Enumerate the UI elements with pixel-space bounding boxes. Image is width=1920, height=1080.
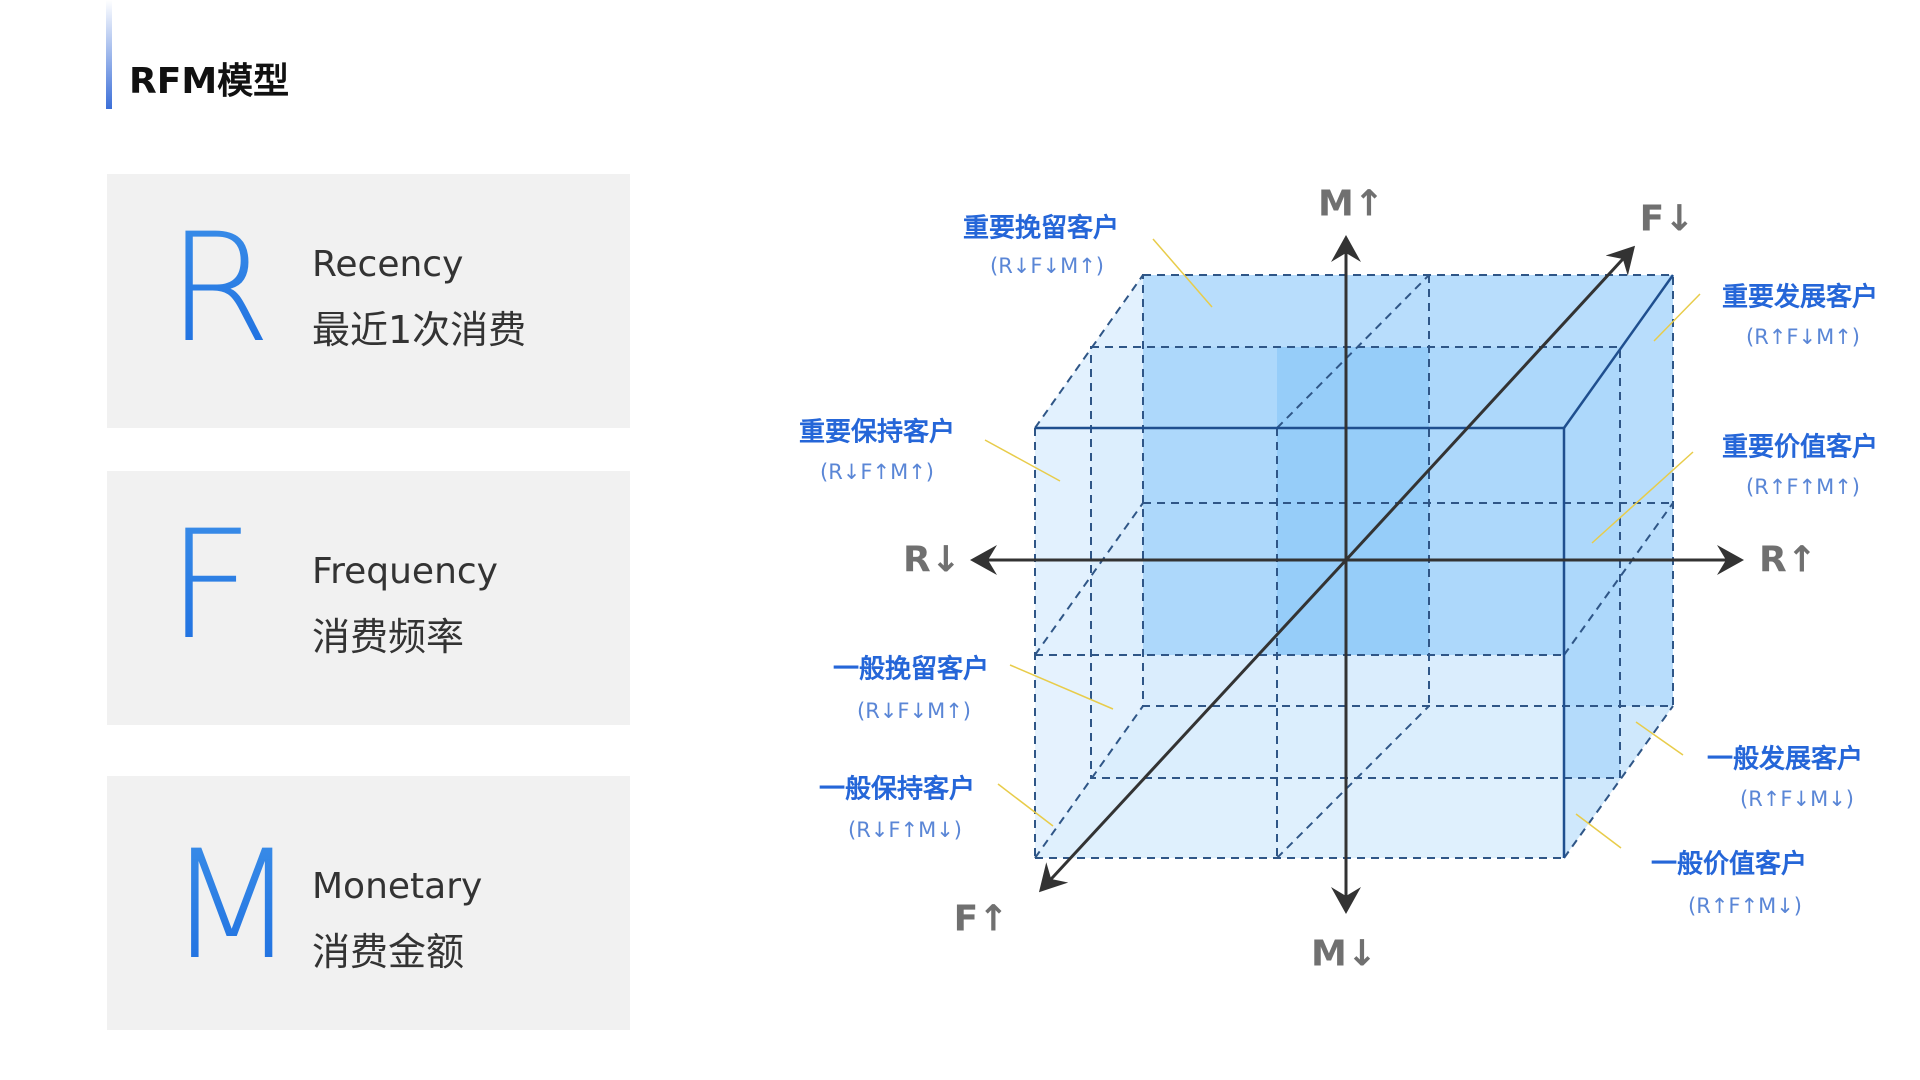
segment-code: (R↓F↑M↓): [848, 818, 962, 842]
segment-code: (R↑F↑M↓): [1688, 894, 1802, 918]
card-monetary: M Monetary 消费金额: [107, 776, 630, 1030]
axis-label-r-up: R↑: [1759, 539, 1817, 581]
card-english: Monetary: [312, 866, 483, 907]
segment-name: 一般挽留客户: [832, 654, 990, 685]
card-recency: R Recency 最近1次消费: [107, 174, 630, 428]
axis-label-f-up: F↑: [953, 898, 1009, 940]
card-english: Frequency: [312, 551, 498, 592]
segment-name: 重要发展客户: [1721, 282, 1879, 313]
segment-code: (R↓F↓M↑): [990, 254, 1104, 278]
segment-code: (R↑F↓M↑): [1746, 325, 1860, 349]
card-letter: M: [167, 819, 297, 993]
segment-code: (R↑F↓M↓): [1740, 787, 1854, 811]
cube-front-edges: [1035, 274, 1675, 858]
card-letter: R: [167, 202, 272, 376]
segment-code: (R↓F↓M↑): [857, 699, 971, 723]
cube-dashed-edges: [1034, 274, 1674, 859]
segment-name: 重要挽留客户: [962, 213, 1120, 244]
segment-name: 重要保持客户: [798, 417, 956, 448]
segment-name: 一般保持客户: [818, 774, 976, 805]
card-chinese: 消费金额: [312, 930, 465, 974]
cube-faces: [1035, 275, 1673, 858]
segment-code: (R↓F↑M↑): [820, 460, 934, 484]
card-frequency: F Frequency 消费频率: [107, 471, 630, 725]
axis-label-m-up: M↑: [1318, 183, 1384, 225]
axes: [970, 235, 1744, 914]
segment-name: 重要价值客户: [1721, 432, 1879, 463]
axis-label-f-down: F↓: [1639, 198, 1695, 240]
segment-name: 一般价值客户: [1650, 849, 1808, 880]
card-letter: F: [167, 499, 254, 673]
axis-label-m-down: M↓: [1311, 933, 1377, 975]
leader-lines: [984, 238, 1701, 849]
title-accent-bar: [106, 0, 112, 109]
segment-code: (R↑F↑M↑): [1746, 475, 1860, 499]
page-title: RFM模型: [129, 61, 290, 102]
card-english: Recency: [312, 244, 464, 285]
card-chinese: 消费频率: [312, 615, 465, 659]
axis-label-r-down: R↓: [903, 539, 961, 581]
card-chinese: 最近1次消费: [312, 308, 527, 352]
segment-name: 一般发展客户: [1706, 744, 1864, 775]
